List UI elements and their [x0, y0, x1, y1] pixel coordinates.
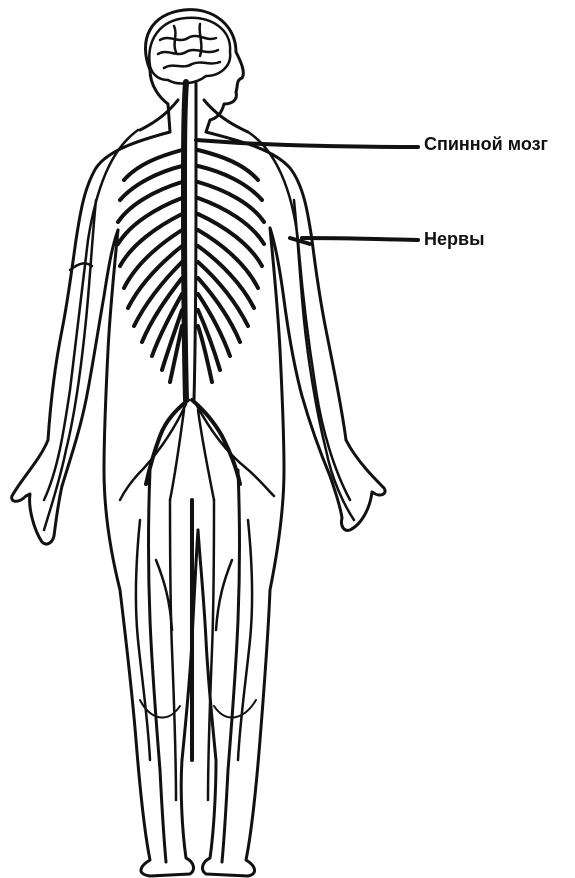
leader-lines	[196, 140, 418, 240]
nerves-label: Нервы	[424, 229, 484, 250]
spinal-cord	[140, 82, 248, 400]
ribs-left	[118, 150, 182, 382]
nerves-leader-line	[302, 238, 418, 240]
spinal-cord-leader-line	[196, 140, 418, 147]
ribs-right	[198, 150, 264, 382]
brain	[149, 18, 230, 84]
spinal-cord-label: Спинной мозг	[424, 134, 548, 155]
